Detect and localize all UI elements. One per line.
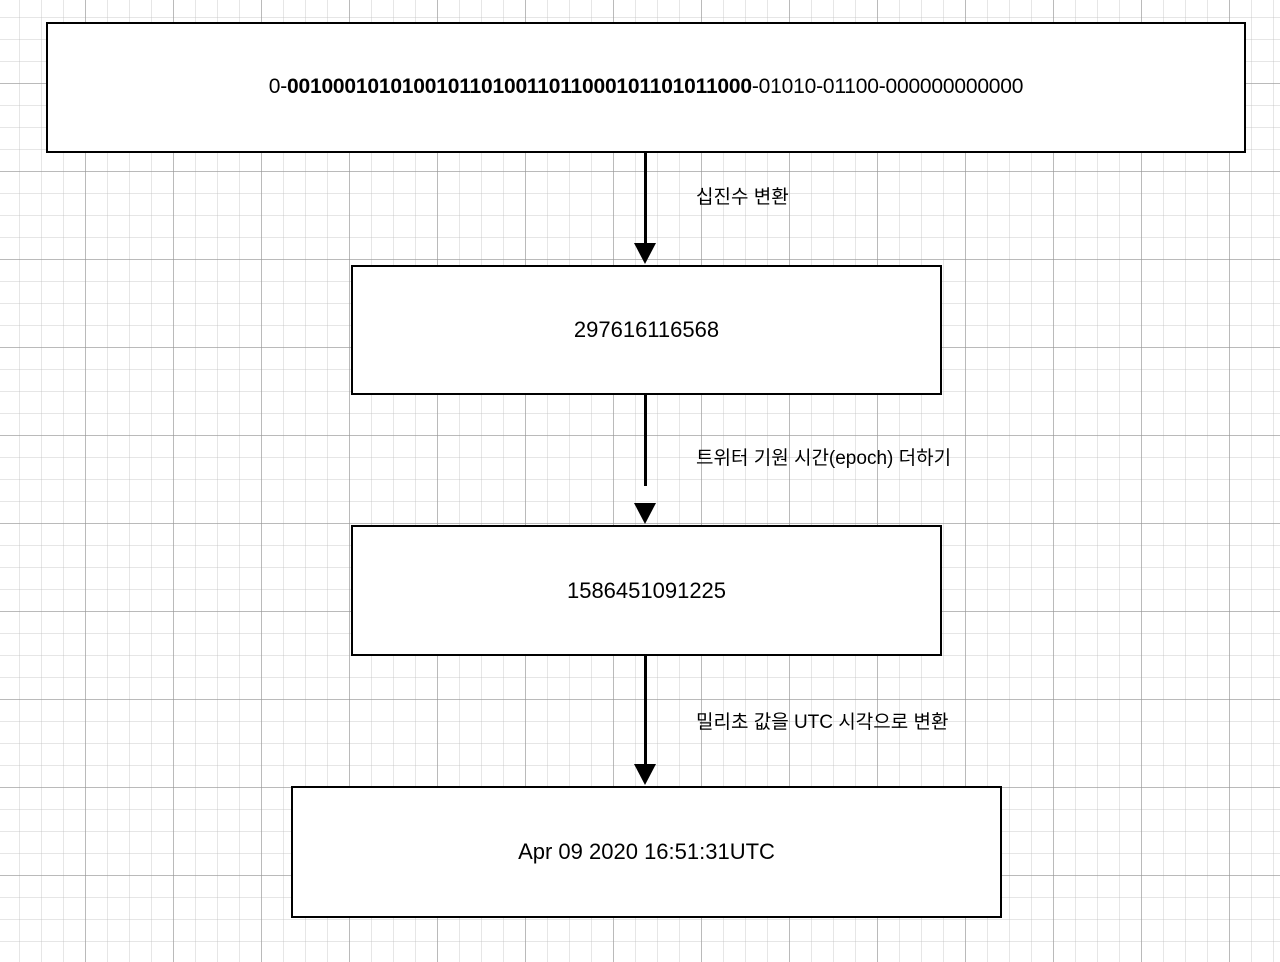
connector-binary-to-decimal — [644, 153, 647, 246]
node-epoch-millis: 1586451091225 — [351, 525, 942, 656]
node-decimal-value: 297616116568 — [351, 265, 942, 395]
node-epoch-millis-label: 1586451091225 — [566, 577, 727, 603]
arrowhead-icon — [634, 503, 656, 524]
arrowhead-icon — [634, 764, 656, 785]
binary-sign-bit: 0- — [268, 75, 288, 99]
binary-timestamp-bits: 0010001010100101101001101100010110101100… — [287, 75, 752, 99]
node-binary-id-label: 0-00100010101001011010011011000101101011… — [269, 74, 1024, 100]
edge-label-add-twitter-epoch: 트위터 기원 시간(epoch) 더하기 — [696, 448, 952, 469]
binary-remaining-bits: -01010-01100-000000000000 — [751, 75, 1024, 99]
arrowhead-icon — [634, 243, 656, 264]
node-utc-datetime-label: Apr 09 2020 16:51:31UTC — [518, 839, 775, 865]
node-decimal-value-label: 297616116568 — [573, 317, 720, 343]
edge-label-millis-to-utc: 밀리초 값을 UTC 시각으로 변환 — [696, 712, 949, 733]
edge-label-decimal-conversion: 십진수 변환 — [696, 187, 789, 208]
connector-epoch-to-utc — [644, 656, 647, 766]
node-binary-id: 0-00100010101001011010011011000101101011… — [46, 22, 1246, 153]
node-utc-datetime: Apr 09 2020 16:51:31UTC — [291, 786, 1002, 918]
connector-decimal-to-epoch — [644, 395, 647, 486]
